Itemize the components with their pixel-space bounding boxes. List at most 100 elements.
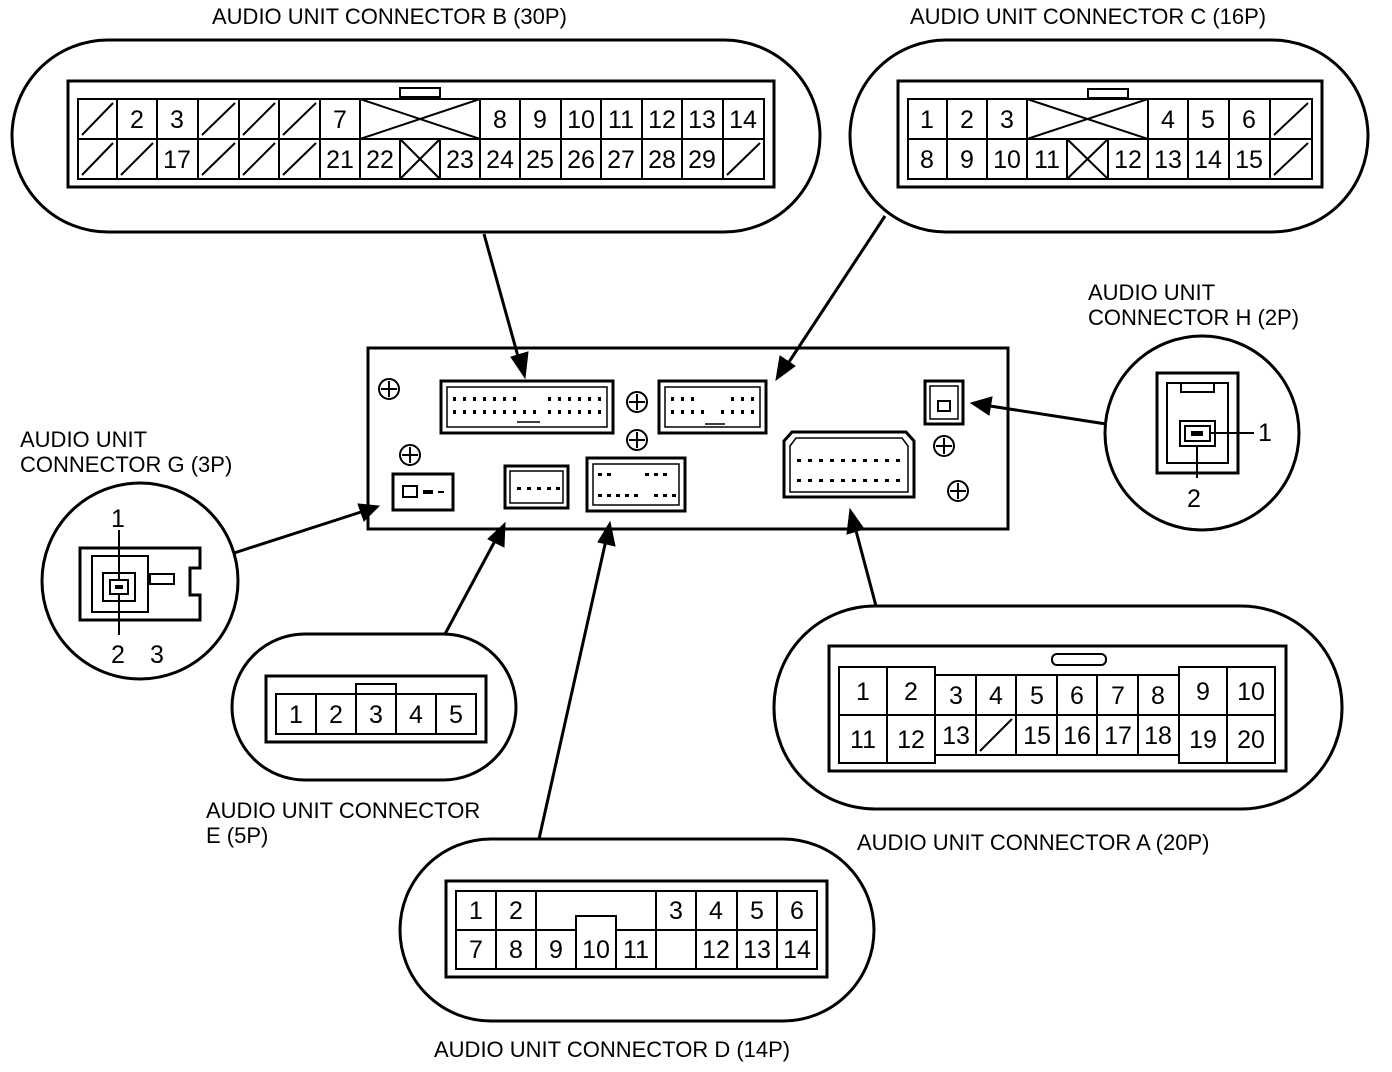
connector-a-pin-8: 8 xyxy=(1151,682,1165,710)
connector-g-title-line1: AUDIO UNIT xyxy=(20,427,147,452)
connector-b-pin-9: 9 xyxy=(533,106,547,134)
socket-e xyxy=(503,464,570,510)
connector-e-bubble xyxy=(230,632,518,782)
connector-b-latch xyxy=(399,87,441,98)
socket-h xyxy=(923,379,965,426)
connector-b-pin-17: 17 xyxy=(163,146,191,174)
connector-a-pin-4: 4 xyxy=(989,682,1003,710)
connector-a-pin-1: 1 xyxy=(856,678,870,706)
connector-c-pin-1: 1 xyxy=(920,106,934,134)
connector-e-pin-5: 5 xyxy=(449,701,463,729)
connector-d-pin-1: 1 xyxy=(469,897,483,925)
connector-c-latch xyxy=(1087,88,1129,99)
connector-d-pin-11: 11 xyxy=(623,936,649,964)
connector-b-pin-27: 27 xyxy=(607,146,635,174)
connector-b-bubble xyxy=(10,38,822,234)
connector-d-pin-12: 12 xyxy=(702,936,730,964)
connector-c-pin-9: 9 xyxy=(960,146,974,174)
connector-h-title-line1: AUDIO UNIT xyxy=(1088,280,1215,305)
connector-b-callout: AUDIO UNIT CONNECTOR B (30P) xyxy=(10,4,822,234)
connector-b-pin-2: 2 xyxy=(130,106,144,134)
connector-g-pin-3: 3 xyxy=(150,641,164,669)
connector-a-pin-7: 7 xyxy=(1111,682,1125,710)
connector-a-pin-15: 15 xyxy=(1023,722,1051,750)
connector-e-pin-1: 1 xyxy=(289,701,303,729)
connector-a-pin-6: 6 xyxy=(1070,682,1084,710)
connector-a-pin-10: 10 xyxy=(1237,678,1265,706)
connector-c-pin-10: 10 xyxy=(993,146,1021,174)
connector-e-title-line2: E (5P) xyxy=(206,823,268,848)
connector-d-pin-6: 6 xyxy=(790,897,804,925)
connector-d-title: AUDIO UNIT CONNECTOR D (14P) xyxy=(434,1037,790,1062)
connector-b-pin-23: 23 xyxy=(446,146,474,174)
connector-d-pin-2: 2 xyxy=(509,897,523,925)
connector-b-housing xyxy=(66,79,776,189)
connector-d-pin-13: 13 xyxy=(743,936,771,964)
connector-b-pin-3: 3 xyxy=(170,106,184,134)
connector-a-pin-9: 9 xyxy=(1196,678,1210,706)
connector-c-pin-14: 14 xyxy=(1194,146,1222,174)
connector-e-title-line1: AUDIO UNIT CONNECTOR xyxy=(206,798,480,823)
connector-a-pin-20: 20 xyxy=(1237,726,1265,754)
connector-d-pin-9: 9 xyxy=(549,936,563,964)
connector-c-bubble xyxy=(848,38,1370,234)
connector-c-housing xyxy=(896,79,1324,189)
connector-a-pin-16: 16 xyxy=(1063,722,1091,750)
connector-c-pin-15: 15 xyxy=(1235,146,1263,174)
connector-h-callout: AUDIO UNIT CONNECTOR H (2P) 1 2 xyxy=(1088,280,1301,532)
connector-c-callout: AUDIO UNIT CONNECTOR C (16P) 1 2 3 4 5 6… xyxy=(848,4,1370,234)
connector-b-pin-10: 10 xyxy=(567,106,595,134)
connector-c-pin-4: 4 xyxy=(1161,106,1175,134)
connector-c-pin-13: 13 xyxy=(1154,146,1182,174)
connector-b-pin-8: 8 xyxy=(493,106,507,134)
connector-c-pin-8: 8 xyxy=(920,146,934,174)
connector-e-pin-4: 4 xyxy=(409,701,423,729)
socket-g xyxy=(391,472,455,512)
connector-h-bubble xyxy=(1103,334,1301,532)
connector-h-title-line2: CONNECTOR H (2P) xyxy=(1088,305,1299,330)
connector-c-pin-12: 12 xyxy=(1114,146,1142,174)
connector-d-pin-14: 14 xyxy=(783,936,811,964)
connector-c-pin-6: 6 xyxy=(1242,106,1256,134)
connector-e-pin-2: 2 xyxy=(329,701,343,729)
connector-a-pin-17: 17 xyxy=(1104,722,1132,750)
connector-a-callout: 1 2 3 4 5 6 7 8 9 10 11 12 13 15 16 17 1… xyxy=(772,604,1344,855)
connector-d-pin-5: 5 xyxy=(750,897,764,925)
connector-a-pin-18: 18 xyxy=(1144,722,1172,750)
connector-a-pin-12: 12 xyxy=(897,726,925,754)
connector-b-pin-24: 24 xyxy=(486,146,514,174)
connector-e-callout: 1 2 3 4 5 AUDIO UNIT CONNECTOR E (5P) xyxy=(206,632,518,848)
connector-d-pin-10: 10 xyxy=(582,936,610,964)
connector-g-callout: AUDIO UNIT CONNECTOR G (3P) 1 2 3 xyxy=(20,427,240,681)
connector-b-pin-12: 12 xyxy=(648,106,676,134)
connector-d-pin-7: 7 xyxy=(469,936,483,964)
connector-h-pin-2: 2 xyxy=(1187,485,1201,513)
connector-g-bubble xyxy=(40,481,240,681)
connector-b-pin-22: 22 xyxy=(366,146,394,174)
connector-b-pin-7: 7 xyxy=(333,106,347,134)
leader-arrows xyxy=(233,215,1107,840)
connector-d-pin-8: 8 xyxy=(509,936,523,964)
connector-a-bubble xyxy=(772,604,1344,811)
connector-a-pin-5: 5 xyxy=(1030,682,1044,710)
socket-c xyxy=(657,379,768,435)
connector-a-pin-3: 3 xyxy=(949,682,963,710)
screw-icon xyxy=(378,378,969,502)
connector-b-pin-29: 29 xyxy=(688,146,716,174)
connector-d-callout: 1 2 3 4 5 6 7 8 9 10 11 12 13 14 AUDIO U… xyxy=(398,837,876,1062)
connector-a-pin-13: 13 xyxy=(942,722,970,750)
connector-d-pin-4: 4 xyxy=(709,897,723,925)
connector-a-title: AUDIO UNIT CONNECTOR A (20P) xyxy=(857,830,1209,855)
audio-unit-body xyxy=(366,346,1010,531)
connector-g-pin-2: 2 xyxy=(111,641,125,669)
connector-a-pin-19: 19 xyxy=(1189,726,1217,754)
connector-b-title: AUDIO UNIT CONNECTOR B (30P) xyxy=(212,4,567,29)
connector-c-pin-2: 2 xyxy=(960,106,974,134)
connector-b-pin-11: 11 xyxy=(608,106,634,134)
connector-c-title: AUDIO UNIT CONNECTOR C (16P) xyxy=(910,4,1266,29)
socket-a xyxy=(782,430,916,499)
connector-e-pin-3: 3 xyxy=(369,701,383,729)
connector-c-pin-11: 11 xyxy=(1034,146,1060,174)
connector-b-pin-26: 26 xyxy=(567,146,595,174)
